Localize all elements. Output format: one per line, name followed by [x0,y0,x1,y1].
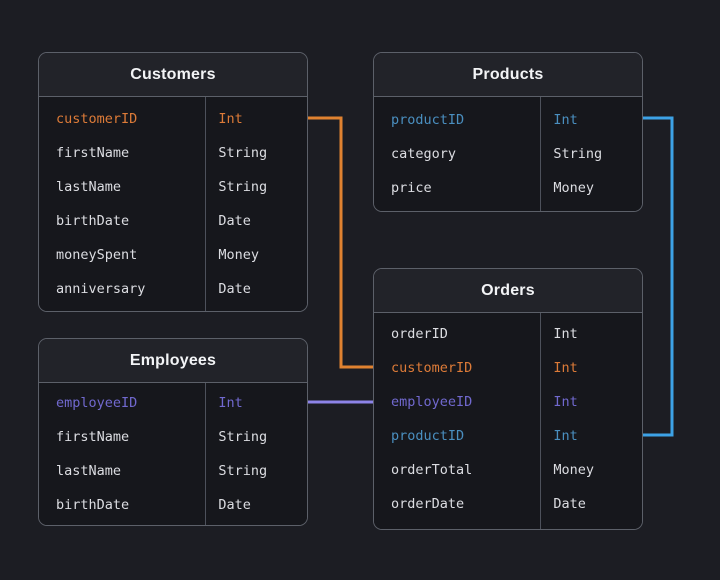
field-name: orderDate [391,496,465,512]
field-name: productID [391,428,465,444]
table-title: Orders [481,281,535,299]
table-products-header: Products [374,53,642,97]
field-row: orderID Int [374,317,642,351]
field-name: productID [391,112,465,128]
field-name: firstName [56,145,130,161]
field-row: firstName String [39,420,307,454]
field-name: price [391,180,432,196]
field-name: anniversary [56,281,146,297]
table-title: Products [472,65,544,83]
table-products: Products productID Int category String p… [373,52,643,212]
table-orders-header: Orders [374,269,642,313]
connector-customers-customerID-to-orders-customerID [308,116,373,369]
table-customers-header: Customers [39,53,307,97]
field-name: orderTotal [391,462,473,478]
table-customers-body: customerID Int firstName String lastName… [39,97,307,311]
field-row: orderDate Date [374,487,642,521]
table-employees: Employees employeeID Int firstName Strin… [38,338,308,526]
column-divider [540,313,541,529]
table-orders-body: orderID Int customerID Int employeeID In… [374,313,642,529]
column-divider [540,97,541,211]
field-row: birthDate Date [39,204,307,238]
column-divider [205,383,206,525]
field-type: String [218,145,268,161]
field-row: lastName String [39,454,307,488]
field-row: employeeID Int [39,386,307,420]
field-type: Int [218,111,243,127]
field-type: Date [218,281,251,297]
field-row: customerID Int [374,351,642,385]
field-type: String [553,146,603,162]
field-type: String [218,429,268,445]
field-type: Money [553,180,595,196]
field-type: Int [553,112,578,128]
table-employees-header: Employees [39,339,307,383]
field-name: moneySpent [56,247,138,263]
field-type: Money [218,247,260,263]
field-row: category String [374,137,642,171]
connector-products-productID-to-orders-productID [643,116,674,437]
field-type: Date [218,213,251,229]
field-name: customerID [391,360,473,376]
table-title: Customers [130,65,216,83]
field-name: lastName [56,179,122,195]
field-row: productID Int [374,419,642,453]
field-type: Date [553,496,586,512]
field-row: birthDate Date [39,488,307,522]
table-employees-body: employeeID Int firstName String lastName… [39,383,307,525]
table-products-body: productID Int category String price Mone… [374,97,642,211]
field-row: employeeID Int [374,385,642,419]
field-type: String [218,463,268,479]
table-title: Employees [129,351,217,369]
field-name: employeeID [391,394,473,410]
field-name: employeeID [56,395,138,411]
field-row: lastName String [39,170,307,204]
field-type: Int [553,326,578,342]
field-row: price Money [374,171,642,205]
field-type: Money [553,462,595,478]
field-row: customerID Int [39,102,307,136]
table-orders: Orders orderID Int customerID Int employ… [373,268,643,530]
field-type: Date [218,497,251,513]
field-type: Int [553,360,578,376]
table-customers: Customers customerID Int firstName Strin… [38,52,308,312]
field-name: orderID [391,326,448,342]
field-type: String [218,179,268,195]
field-name: firstName [56,429,130,445]
field-type: Int [553,394,578,410]
field-name: lastName [56,463,122,479]
field-name: category [391,146,457,162]
field-row: anniversary Date [39,272,307,306]
field-type: Int [553,428,578,444]
field-row: productID Int [374,103,642,137]
field-name: birthDate [56,213,130,229]
column-divider [205,97,206,311]
field-row: moneySpent Money [39,238,307,272]
field-name: birthDate [56,497,130,513]
field-name: customerID [56,111,138,127]
field-row: orderTotal Money [374,453,642,487]
field-type: Int [218,395,243,411]
field-row: firstName String [39,136,307,170]
